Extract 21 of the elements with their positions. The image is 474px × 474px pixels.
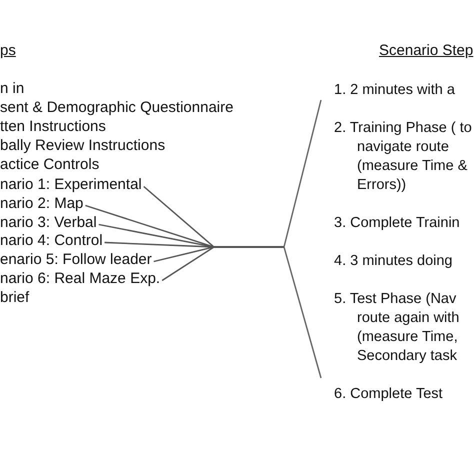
scenario-label: nario 1: Experimental (0, 175, 142, 194)
step-text: n in (0, 79, 24, 98)
scenario-label: nario 2: Map (0, 194, 84, 213)
step-text: 6. Complete Test (334, 385, 444, 404)
column-heading: ps (0, 41, 16, 60)
connector-line (162, 246, 284, 282)
step-text: 5. Test Phase (Nav route again with (measure Time, Secondary task (334, 290, 460, 366)
scenario-label: nario 4: Control (0, 231, 103, 250)
scenario-label: nario 3: Verbal (0, 213, 97, 232)
column-heading: Scenario Step (379, 41, 474, 60)
step-text: bally Review Instructions (0, 136, 166, 155)
step-text: sent & Demographic Questionnaire (0, 98, 234, 117)
scenario-label: nario 6: Real Maze Exp. (0, 269, 160, 288)
step-text: 4. 3 minutes doing (334, 252, 454, 271)
step-text: tten Instructions (0, 117, 106, 136)
step-text: 1. 2 minutes with a (334, 81, 456, 100)
scenario-label: enario 5: Follow leader (0, 250, 152, 269)
step-text: brief (0, 288, 30, 307)
step-text: 3. Complete Trainin (334, 214, 461, 233)
step-text: 2. Training Phase ( to navigate route (measure Time & Errors)) (334, 119, 473, 195)
step-text: actice Controls (0, 155, 100, 174)
